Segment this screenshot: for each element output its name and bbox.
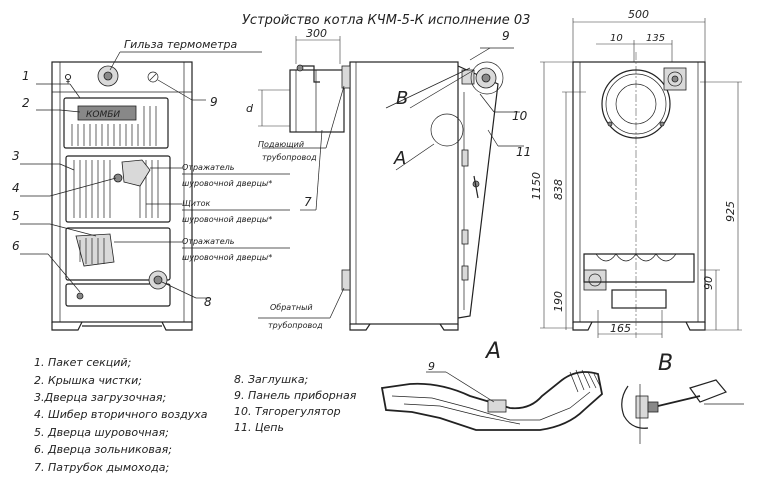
supply-flange bbox=[663, 67, 687, 91]
callout-7: 7 bbox=[304, 195, 312, 209]
front-view: ♀ КОМБИ bbox=[12, 38, 290, 331]
reflector-bottom-label-2: шуровочной дверцы* bbox=[182, 253, 272, 262]
back-body-outline bbox=[572, 61, 706, 323]
side-body-outline bbox=[349, 61, 459, 325]
flue-connection bbox=[601, 69, 671, 139]
section-a-callout-9: 9 bbox=[428, 360, 435, 373]
ash-door bbox=[65, 227, 171, 281]
dim-300: 300 bbox=[306, 27, 327, 40]
reflector-top-label-2: шуровочной дверцы* bbox=[182, 179, 272, 188]
legend-item-4: 4. Шибер вторичного воздуха bbox=[34, 408, 208, 421]
legend-item-5: 5. Дверца шуровочная; bbox=[34, 426, 169, 439]
bottom-plug bbox=[65, 270, 171, 307]
section-b-detail: B bbox=[621, 351, 744, 444]
dim-135: 135 bbox=[646, 33, 665, 44]
dim-500: 500 bbox=[628, 8, 649, 21]
thermometer-sleeve-label: Гильза термометра bbox=[124, 38, 238, 51]
flue-pipe bbox=[289, 64, 345, 133]
legend-item-9: 9. Панель приборная bbox=[234, 389, 357, 402]
legend-item-7: 7. Патрубок дымохода; bbox=[34, 461, 169, 474]
callout-3: 3 bbox=[12, 149, 20, 163]
return-pipe-label-2: трубопровод bbox=[268, 321, 323, 330]
side-view: 300 d bbox=[246, 27, 531, 331]
dim-10: 10 bbox=[610, 33, 623, 44]
legend-item-3: 3.Дверца загрузочная; bbox=[34, 391, 166, 404]
callout-11: 11 bbox=[516, 145, 531, 159]
legend-item-6: 6. Дверца зольниковая; bbox=[34, 443, 172, 456]
back-view: 500 10 135 bbox=[530, 8, 742, 338]
svg-text:♀: ♀ bbox=[64, 72, 72, 85]
legend-item-2: 2. Крышка чистки; bbox=[34, 374, 142, 387]
shield-label-1: Щиток bbox=[182, 199, 211, 208]
legend-item-1: 1. Пакет секций; bbox=[34, 356, 131, 369]
callout-2: 2 bbox=[22, 96, 30, 110]
legend-item-11: 11. Цепь bbox=[234, 421, 284, 434]
detail-label-b: B bbox=[396, 88, 408, 109]
front-leaders bbox=[20, 51, 290, 299]
drawing-title: Устройство котла КЧМ-5-К исполнение 03 bbox=[242, 13, 530, 28]
callout-8: 8 bbox=[204, 295, 212, 309]
front-body-outline bbox=[51, 61, 193, 323]
loading-door bbox=[65, 155, 171, 223]
section-a-label: A bbox=[484, 339, 501, 364]
shield-label-2: шуровочной дверцы* bbox=[182, 215, 272, 224]
dim-90: 90 bbox=[702, 276, 715, 290]
legend-item-10: 10. Тягорегулятор bbox=[234, 405, 341, 418]
dim-165: 165 bbox=[610, 322, 631, 335]
air-damper-knob bbox=[113, 173, 123, 183]
callout-9-front: 9 bbox=[210, 95, 218, 109]
detail-label-a: A bbox=[393, 148, 406, 169]
callout-9-side: 9 bbox=[502, 29, 510, 43]
callout-10: 10 bbox=[512, 109, 528, 123]
cleaning-cover: КОМБИ bbox=[63, 97, 169, 149]
dim-1150: 1150 bbox=[530, 172, 543, 200]
reflector-bottom-label-1: Отражатель bbox=[182, 237, 235, 246]
dim-d: d bbox=[246, 102, 254, 115]
supply-pipe-label-1: Подающий bbox=[258, 140, 304, 149]
draft-regulator bbox=[461, 67, 497, 89]
reflector-top-label-1: Отражатель bbox=[182, 163, 235, 172]
dim-838: 838 bbox=[552, 179, 565, 200]
trademark-label: КОМБИ bbox=[86, 110, 120, 120]
dim-925: 925 bbox=[724, 201, 737, 222]
section-a-detail: A 9 bbox=[380, 339, 603, 431]
dim-190: 190 bbox=[552, 291, 565, 312]
callout-6: 6 bbox=[12, 239, 20, 253]
legend: 1. Пакет секций; 2. Крышка чистки; 3.Две… bbox=[34, 356, 357, 474]
thermometer-sleeve bbox=[97, 65, 119, 87]
supply-pipe-label-2: трубопровод bbox=[262, 153, 317, 162]
callout-5: 5 bbox=[12, 209, 20, 223]
bolt-icon bbox=[147, 71, 159, 83]
return-flange bbox=[583, 269, 607, 291]
section-b-label: B bbox=[658, 351, 673, 376]
callout-1: 1 bbox=[22, 69, 30, 83]
return-pipe-label-1: Обратный bbox=[270, 303, 313, 312]
legend-item-8: 8. Заглушка; bbox=[234, 373, 308, 386]
detail-circle-a bbox=[430, 113, 464, 147]
callout-4: 4 bbox=[12, 181, 20, 195]
detail-circle-b bbox=[470, 61, 504, 95]
